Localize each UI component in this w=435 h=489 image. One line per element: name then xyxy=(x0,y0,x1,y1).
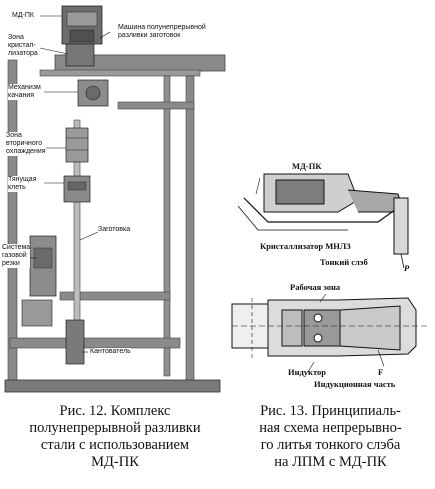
casting-machine-drawing xyxy=(4,5,226,393)
md-pk-chamber xyxy=(275,179,325,205)
figure-12-diagram: МД-ПК Машина полунепрерывной разливки за… xyxy=(0,0,228,400)
label-tilter: Кантователь xyxy=(90,348,131,356)
figure-13-caption: Рис. 13. Принципиаль- ная схема непрерыв… xyxy=(259,403,402,470)
thin-slab-scheme-drawing xyxy=(231,173,428,373)
tilter-block xyxy=(65,319,85,365)
figure-12-caption: Рис. 12. Комплекс полунепрерывной разлив… xyxy=(29,403,201,470)
label-pull-stand: Тянущая клеть xyxy=(8,176,37,192)
label-md-pk-13: МД-ПК xyxy=(292,161,322,171)
label-mold-zone: Зона кристал- лизатора xyxy=(8,34,38,58)
working-zone xyxy=(303,309,341,347)
right-column-2 xyxy=(163,75,171,377)
label-induction-part: Индукционная часть xyxy=(314,379,396,389)
label-gas-cutting: Система газовой резки xyxy=(2,244,31,268)
base xyxy=(4,379,221,393)
label-p: P xyxy=(404,263,410,273)
label-md-pk: МД-ПК xyxy=(12,12,35,19)
figure-13-diagram: МД-ПК Кристаллизатор МНЛЗ Тонкий слэб P … xyxy=(228,150,435,400)
label-f: F xyxy=(378,367,384,377)
lower-platform-2 xyxy=(9,337,181,349)
label-billet: Заготовка xyxy=(98,226,131,234)
label-work-zone: Рабочая зона xyxy=(290,282,341,292)
label-secondary-cooling: Зона вторичного охлаждения xyxy=(6,132,46,156)
mid-platform xyxy=(117,101,195,110)
lower-platform xyxy=(59,291,171,301)
label-machine: Машина полунепрерывной разливки заготово… xyxy=(118,24,206,39)
mold-block xyxy=(65,43,95,67)
mold-vertical xyxy=(393,197,409,255)
label-thin-slab: Тонкий слэб xyxy=(320,257,368,267)
label-mold-13: Кристаллизатор МНЛЗ xyxy=(260,241,351,251)
mold-plate xyxy=(243,197,407,223)
secondary-cooling-block xyxy=(65,127,89,163)
label-inductor: Индуктор xyxy=(288,367,326,377)
right-column xyxy=(185,75,195,389)
label-oscillation: Механизм качания xyxy=(8,84,41,100)
top-rail xyxy=(39,69,201,77)
